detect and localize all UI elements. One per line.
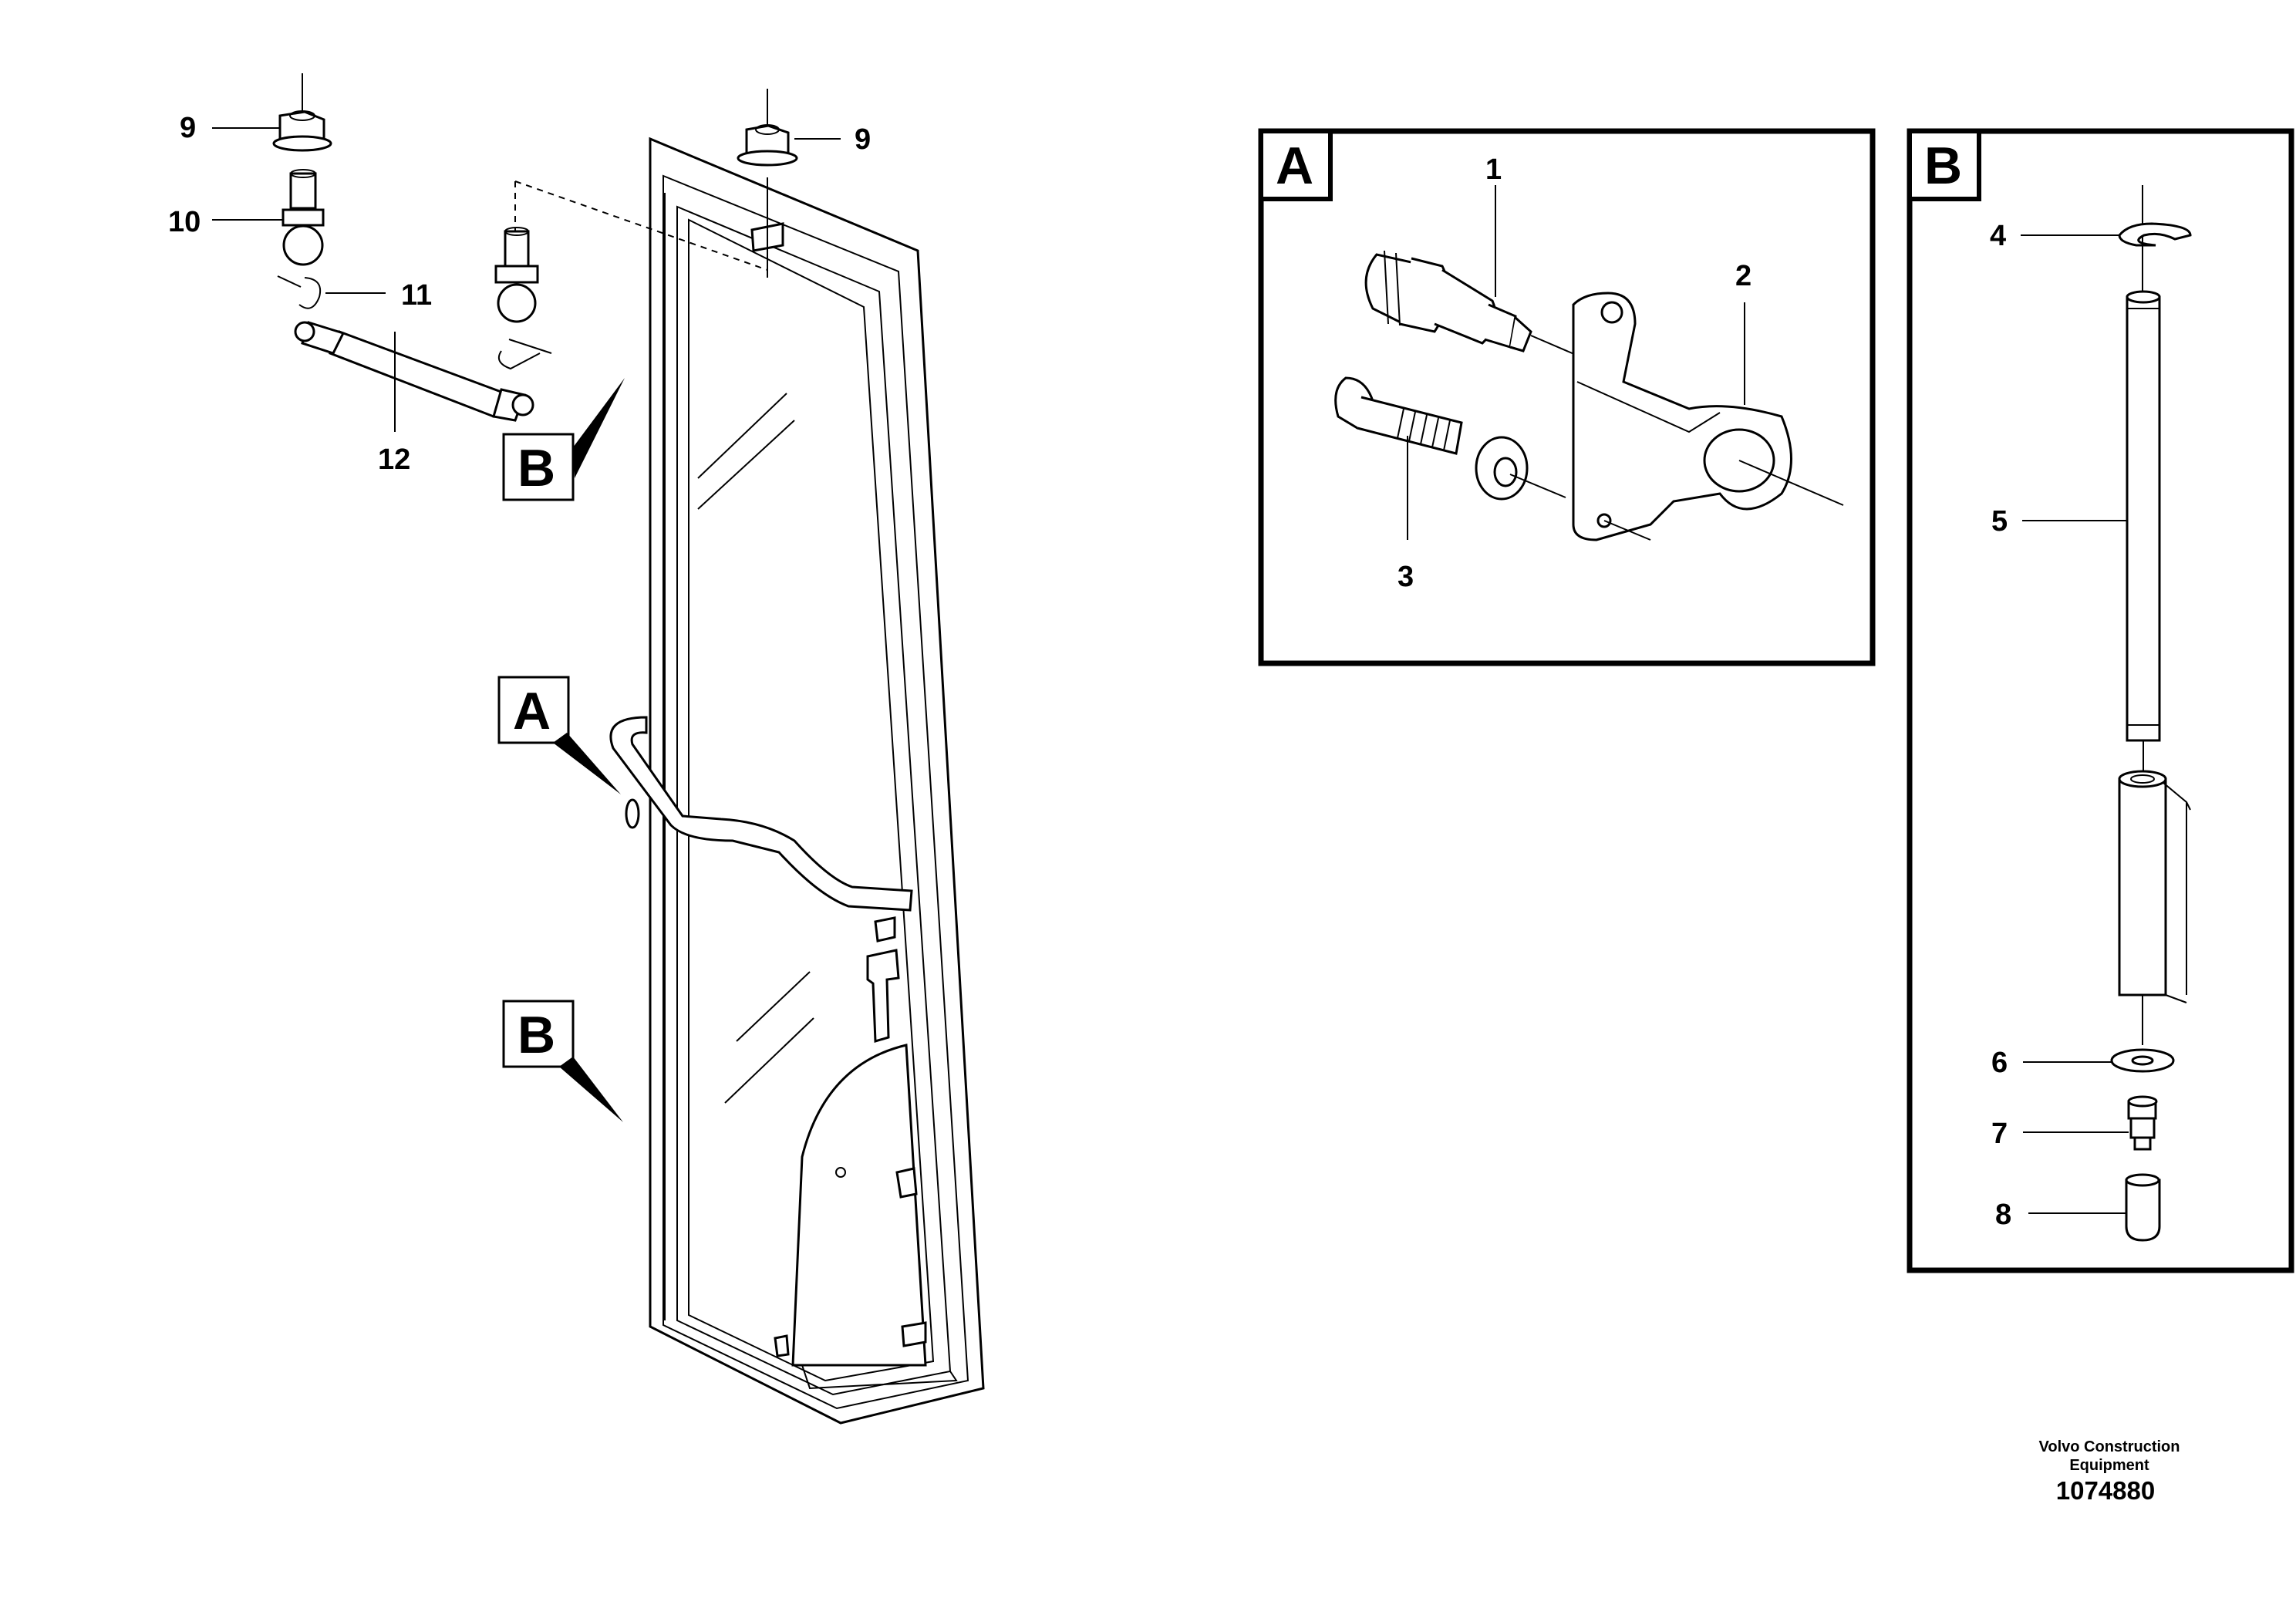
svg-text:A: A	[513, 682, 551, 740]
callout-leaders	[212, 127, 841, 432]
svg-text:B: B	[518, 1006, 555, 1064]
detail-panel-b: B	[1907, 128, 2294, 1273]
panel-a-label: A	[1276, 137, 1313, 195]
latch-bracket	[866, 949, 900, 1043]
fitting-1	[1364, 250, 1609, 369]
callout-11: 11	[401, 279, 432, 312]
snap-ring-4	[2118, 222, 2192, 247]
publisher-line1: Volvo Construction	[2039, 1438, 2180, 1455]
view-marker-a-main: A	[497, 676, 621, 794]
door-lower-panel	[791, 1044, 927, 1367]
publisher-line2: Equipment	[2069, 1457, 2149, 1474]
ball-stud-10	[289, 172, 317, 210]
gas-strut-group	[272, 73, 798, 422]
cap-8	[2125, 1173, 2161, 1242]
callout-1: 1	[1485, 153, 1502, 186]
callout-12: 12	[378, 443, 410, 476]
door-glass-frame	[688, 218, 935, 1382]
svg-text:B: B	[518, 439, 555, 497]
door-handle	[609, 716, 913, 912]
callout-4: 4	[1990, 220, 2006, 252]
publisher-block: Volvo Construction Equipment 1074880	[2039, 1438, 2180, 1505]
hinge-tube	[2118, 770, 2191, 1045]
view-marker-b-bottom: B	[502, 1000, 623, 1122]
hinge-pin-5	[2126, 290, 2161, 771]
callout-2: 2	[1735, 260, 1752, 292]
callout-7: 7	[1991, 1118, 2008, 1150]
gas-strut-12	[329, 330, 507, 418]
grease-nipple-7	[2127, 1095, 2158, 1151]
panel-b-label: B	[1924, 137, 1962, 195]
glass-reflection	[697, 393, 787, 479]
door-assembly	[609, 137, 985, 1425]
washer-a	[1475, 436, 1566, 501]
washer-6	[2110, 1048, 2175, 1073]
view-marker-b-top: B	[502, 378, 625, 501]
callout-10: 10	[168, 206, 201, 238]
callout-6: 6	[1991, 1047, 2008, 1079]
clip-11	[277, 275, 302, 288]
callout-9-left: 9	[180, 112, 196, 144]
ball-stud-right	[504, 230, 530, 268]
callout-3: 3	[1397, 561, 1414, 593]
detail-panel-a: A	[1258, 128, 1876, 666]
drawing-number: 1074880	[2056, 1476, 2155, 1505]
callout-8: 8	[1995, 1199, 2011, 1231]
callout-5: 5	[1991, 505, 2008, 538]
bracket-2	[1572, 292, 1844, 541]
callout-9-right: 9	[855, 123, 871, 156]
